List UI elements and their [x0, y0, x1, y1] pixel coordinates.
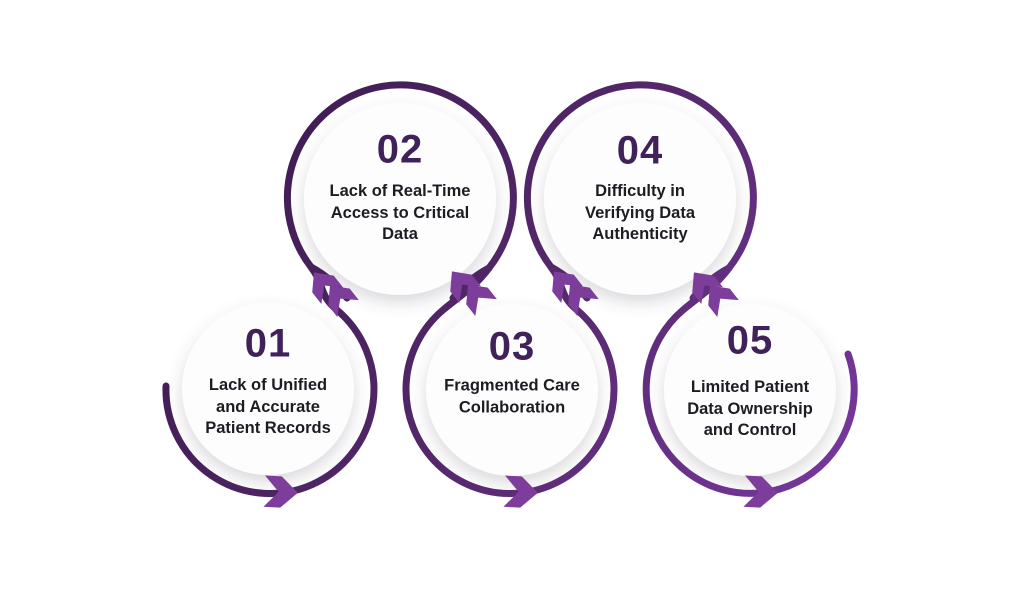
- step-01-circle: [182, 303, 354, 475]
- step-circles: [182, 103, 836, 476]
- step-01-label: Lack of Unified and Accurate Patient Rec…: [205, 375, 331, 437]
- step-05-circle: [664, 304, 836, 476]
- step-04-label: Difficulty in Verifying Data Authenticit…: [584, 181, 696, 243]
- step-02-number: 02: [376, 127, 424, 172]
- step-05-label: Limited Patient Data Ownership and Contr…: [687, 377, 813, 439]
- step-04-number: 04: [616, 128, 664, 173]
- step-03-circle: [426, 304, 598, 476]
- step-04-circle: [544, 103, 736, 295]
- step-03-number: 03: [488, 324, 536, 369]
- step-01-number: 01: [244, 321, 292, 366]
- step-05-number: 05: [726, 318, 774, 363]
- step-03-label: Fragmented Care Collaboration: [444, 376, 580, 417]
- step-02-label: Lack of Real-Time Access to Critical Dat…: [329, 181, 471, 243]
- step-02-circle: [304, 103, 496, 295]
